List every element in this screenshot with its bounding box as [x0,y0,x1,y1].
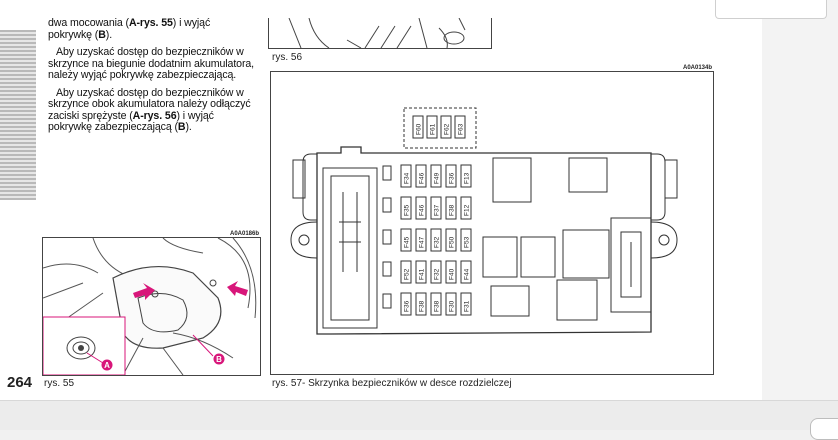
fuse-slot [460,228,472,252]
fuse-label: F61 [430,123,437,135]
fuse-label: F46 [419,172,426,184]
figure-55-code: A0A0186b [229,231,259,237]
fuse-label: F47 [419,236,426,248]
fuse-label: F12 [464,204,471,216]
fuse-slot [454,115,466,139]
figure-57-caption: rys. 57- Skrzynka bezpieczników w desce … [272,378,512,389]
fuse-slot [460,260,472,284]
fuse-slot [415,292,427,316]
fuse-label: F45 [404,236,411,248]
body-paragraph: dwa mocowania (A-rys. 55) i wyjąć pokryw… [48,17,256,41]
fuse-slot [400,228,412,252]
fuse-label: F38 [449,204,456,216]
fuse-slot [445,260,457,284]
fuse-slot [460,196,472,220]
manual-page: dwa mocowania (A-rys. 55) i wyjąć pokryw… [0,0,762,400]
fuse-label: F32 [434,236,441,248]
callout-a-label: A [104,361,110,370]
page-number: 264 [7,374,33,391]
fuse-slot [460,292,472,316]
fuse-label: F49 [434,172,441,184]
chapter-tab-stripe [0,30,36,200]
body-paragraph: Aby uzyskać dostęp do bezpieczników w sk… [48,46,256,82]
viewer-bottom-control[interactable] [810,418,838,440]
figure-56-caption: rys. 56 [272,52,303,63]
figure-56-image [268,18,492,49]
fuse-slot [430,260,442,284]
fuse-slot [426,115,438,139]
fuse-slot [445,228,457,252]
relay-fuse-group-dashed: F60 F61 F62 F63 [412,115,466,139]
fuse-slot [445,292,457,316]
figure-55-caption: rys. 55 [44,378,75,389]
body-paragraph: Aby uzyskać dostęp do bezpieczników w sk… [48,86,256,134]
fuse-label: F36 [404,300,411,312]
bold-reference: B [98,28,106,41]
fuse-label: F41 [419,268,426,280]
fuse-slot [430,196,442,220]
fuse-label: F62 [444,123,451,135]
text-run: ). [105,28,113,41]
fuse-slot [415,196,427,220]
text-run: ). [185,121,192,133]
fuse-slot [415,228,427,252]
fuse-slot [400,292,412,316]
fuse-slot [445,164,457,188]
fuse-label: F63 [458,123,465,135]
text-run: Aby uzyskać dostęp do bezpieczników w sk… [48,46,255,81]
fuse-slot [430,164,442,188]
fuse-label: F31 [464,300,471,312]
fuse-label: F36 [449,172,456,184]
fuse-label: F46 [419,204,426,216]
fuse-label: F35 [404,204,411,216]
fuse-slot [430,228,442,252]
body-text-column: dwa mocowania (A-rys. 55) i wyjąć pokryw… [48,17,256,140]
text-run: dwa mocowania ( [48,17,129,29]
fuse-slot [415,164,427,188]
fuse-label: F52 [404,268,411,280]
fuse-label: F30 [449,300,456,312]
fuse-slot [400,260,412,284]
text-run: ) i wyjąć pokrywkę ( [48,17,211,41]
text-run: ) i wyjąć pokrywkę zabezpieczającą ( [48,109,214,133]
fuse-label: F60 [416,123,423,135]
fuse-label: F38 [434,300,441,312]
fuse-slot [430,292,442,316]
bold-reference: A-rys. 56 [132,109,177,122]
viewer-right-panel [762,0,838,400]
fuse-label: F40 [449,268,456,280]
fuse-slot [400,196,412,220]
fuse-label: F53 [464,236,471,248]
fuse-label: F32 [434,268,441,280]
bold-reference: A-rys. 55 [128,17,173,29]
fuse-slot [400,164,412,188]
fuse-label: F38 [419,300,426,312]
fuse-label: F44 [464,268,471,280]
fuse-label: F50 [449,236,456,248]
fuse-slot [440,115,452,139]
bold-reference: B [177,121,186,133]
fuse-slot [412,115,424,139]
viewer-top-control[interactable] [715,0,827,19]
fuse-label: F37 [434,204,441,216]
figure-55-image: B A [42,237,261,376]
callout-b-label: B [216,355,222,364]
viewer-bottom-bar [0,400,838,430]
fuse-label: F13 [464,172,471,184]
fuse-slot [460,164,472,188]
text-run: Aby uzyskać dostęp do bezpieczników w sk… [48,86,251,122]
fuse-label: F34 [404,172,411,184]
fuse-slot [415,260,427,284]
figure-57-code: A0A0134b [682,65,712,71]
fuse-slot [445,196,457,220]
